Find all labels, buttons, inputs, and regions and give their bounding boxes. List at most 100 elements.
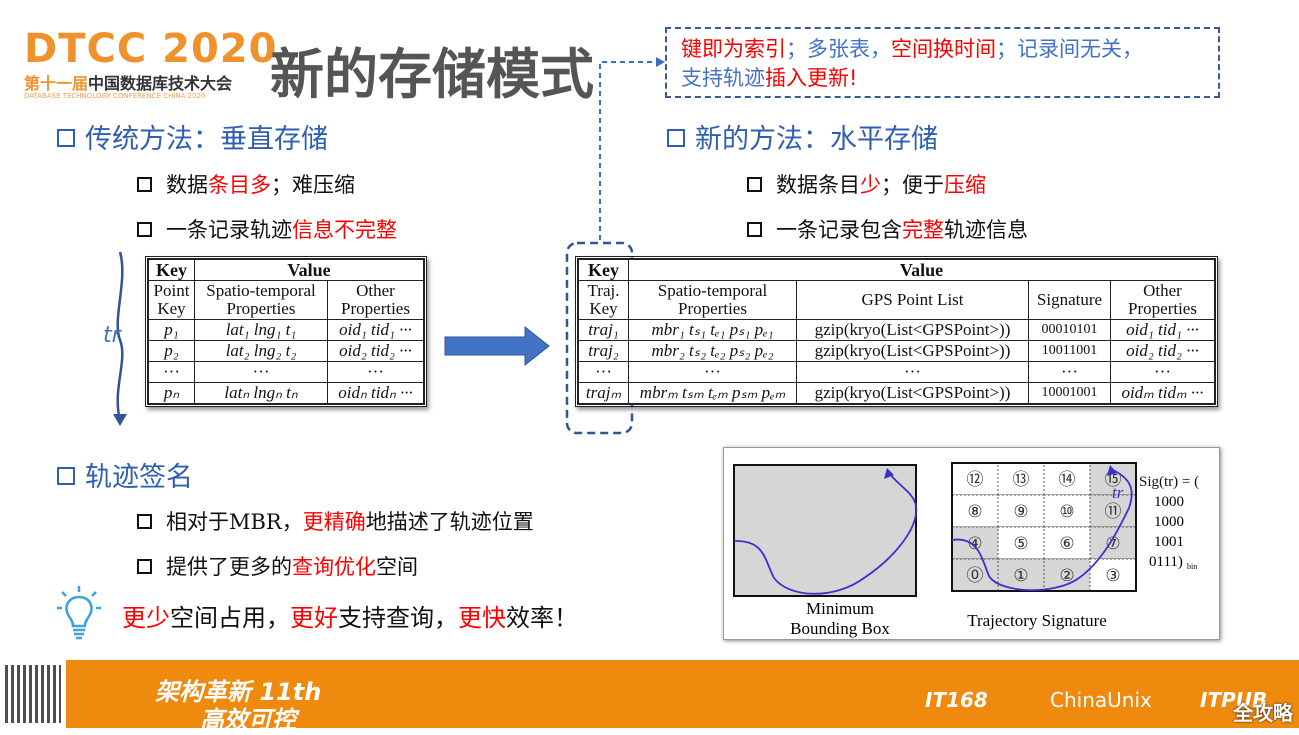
sig-line: 1000 [1154, 514, 1184, 530]
arrow-head-icon [656, 57, 665, 67]
cell: lat₂ lng₂ t₂ [225, 341, 297, 360]
arrow-right-icon [444, 325, 550, 367]
grid-cell [1043, 526, 1091, 560]
text: 轨迹信息 [944, 218, 1028, 242]
cell: gzip(kryo(List<GPSPoint>)) [796, 382, 1029, 404]
grid-cell-number: ⑪ [1105, 502, 1122, 522]
sig-subscript: bin [1187, 562, 1197, 571]
logo-conference: 中国数据库技术大会 [88, 74, 233, 93]
sig-line: 1001 [1154, 534, 1184, 550]
cell: ··· [194, 361, 328, 383]
chinaunix-logo: ChinaUnix [1050, 688, 1152, 712]
col-header: GPS Point List [796, 280, 1029, 320]
header-key: Key [148, 259, 195, 281]
col-header: Other Properties [1110, 280, 1215, 320]
grid-border [951, 462, 1137, 592]
bullet: 一条记录包含完整轨迹信息 [747, 214, 1028, 244]
text: 数据条目 [776, 173, 860, 197]
checkbox-icon [137, 559, 152, 574]
cell: oid₁ tid₁ ··· [1126, 320, 1199, 339]
grid-cell-number: ⑤ [1013, 534, 1028, 554]
grid-cell-number: ⑦ [1105, 534, 1120, 554]
checkbox-icon [667, 128, 685, 147]
text: 更好 [290, 604, 338, 632]
grid-cell [1043, 462, 1091, 496]
text: 查询优化 [292, 555, 376, 579]
cell: oid₂ tid₂ ··· [339, 341, 412, 360]
dtcc-logo: DTCC 2020 [24, 26, 278, 72]
qr-code [0, 660, 66, 728]
footer-slogan: 架构革新 11th [155, 678, 322, 706]
text: 完整 [902, 218, 944, 242]
checkbox-icon [137, 177, 152, 192]
cell: ··· [148, 361, 195, 383]
grid-cell [997, 462, 1045, 496]
text: 数据 [166, 173, 208, 197]
mbr-label: Bounding Box [790, 619, 890, 638]
text: 条目多 [208, 173, 271, 197]
cell: gzip(kryo(List<GPSPoint>)) [796, 319, 1029, 341]
logo-subtitle: 第十一届中国数据库技术大会 [24, 70, 232, 94]
grid-cell-number: ⑫ [967, 470, 984, 490]
table-row: pₙ latₙ lngₙ tₙ oidₙ tidₙ ··· [148, 382, 424, 404]
grid-cell [997, 494, 1045, 528]
grid-cell-number: ② [1059, 566, 1074, 586]
note-text: 插入更新! [765, 66, 858, 90]
cell: 10001001 [1028, 382, 1111, 404]
watermark: 全攻略 [1233, 701, 1293, 725]
text: 信息不完整 [292, 218, 397, 242]
arrow-head-icon [1107, 465, 1117, 476]
cell: ··· [1028, 361, 1111, 383]
cell: oid₂ tid₂ ··· [1126, 341, 1199, 360]
text: 效率！ [506, 604, 578, 632]
heading-traditional: 传统方法：垂直存储 [57, 117, 328, 156]
cell: oidₙ tidₙ ··· [338, 383, 413, 402]
grid-cell-number: ⑭ [1059, 470, 1076, 490]
col-header: Spatio-temporal Properties [628, 280, 797, 320]
tr-label: tr [103, 323, 121, 348]
grid-cell-number: ⓪ [967, 566, 984, 586]
text: 更少 [122, 604, 170, 632]
note-text: 空间换时间 [891, 37, 996, 61]
tr-arrow [116, 251, 124, 421]
cell: mbr₂ tₛ₂ tₑ₂ pₛ₂ pₑ₂ [651, 341, 774, 360]
heading-signature: 轨迹签名 [57, 455, 193, 494]
trajectory-line [951, 469, 1133, 592]
logo-edition: 第十一届 [24, 74, 89, 93]
text: 少 [860, 173, 881, 197]
cell: pₙ [163, 383, 180, 402]
cell: ··· [327, 361, 424, 383]
cell: oid₁ tid₁ ··· [339, 320, 412, 339]
lightbulb-icon [57, 586, 101, 640]
cell: traj₂ [588, 341, 619, 360]
note-text: 键即为索引 [681, 37, 786, 61]
cell: ··· [628, 361, 797, 383]
grid-cell-number: ⑧ [967, 502, 982, 522]
text: 空间 [376, 555, 418, 579]
note-text: ；多张表， [786, 37, 891, 61]
checkbox-icon [137, 514, 152, 529]
table-row: ··············· [578, 361, 1215, 383]
text: 更快 [458, 604, 506, 632]
col-header: Point Key [148, 280, 195, 320]
text: 空间占用， [170, 604, 290, 632]
checkbox-icon [747, 177, 762, 192]
grid-cell [951, 462, 999, 496]
grid-cell-number: ④ [967, 534, 982, 554]
cell: p₁ [164, 320, 179, 339]
logo-english: DATABASE TECHNOLOGY CONFERENCE CHINA 202… [24, 92, 206, 100]
cell: gzip(kryo(List<GPSPoint>)) [796, 340, 1029, 362]
col-header: Spatio-temporal Properties [194, 280, 328, 320]
text: 更精确 [302, 510, 366, 534]
grid-cell-number: ⑥ [1059, 534, 1074, 554]
dashed-connector [599, 61, 658, 240]
cell: latₙ lngₙ tₙ [224, 383, 298, 402]
callout-note: 键即为索引；多张表，空间换时间；记录间无关，支持轨迹插入更新! [665, 27, 1220, 98]
